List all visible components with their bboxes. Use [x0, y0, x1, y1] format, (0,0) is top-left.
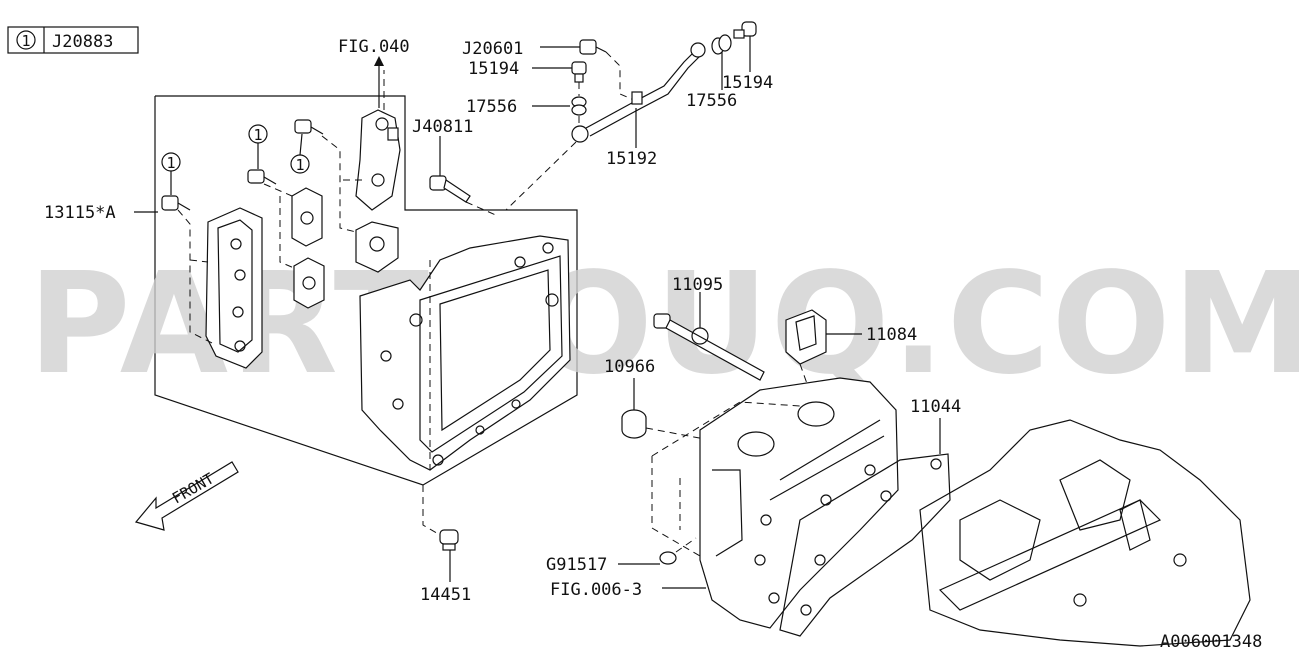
- callout-15194-right: 15194: [722, 73, 773, 93]
- gasket-11044: 11044: [779, 397, 961, 637]
- callout-11044: 11044: [910, 397, 961, 417]
- key-circle-1c: 1: [295, 156, 304, 174]
- front-direction-arrow: FRONT: [134, 461, 239, 531]
- fig040-arrow: FIG.040: [338, 37, 410, 108]
- callout-g91517: G91517: [546, 555, 607, 575]
- cam-cap-lower: [293, 257, 325, 309]
- chain-cover-plate: [205, 207, 263, 369]
- callout-14451: 14451: [420, 585, 471, 605]
- callout-13115a: 13115*A: [44, 203, 116, 223]
- bolt-j20601: J20601: [462, 39, 635, 101]
- callout-15192: 15192: [606, 149, 657, 169]
- washer-17556-right: 17556: [686, 34, 737, 111]
- legend-key-circle: [16, 30, 36, 50]
- engine-block: [919, 419, 1251, 647]
- legend-code: J20883: [52, 32, 113, 52]
- bolt-13115-b: 1: [247, 124, 277, 185]
- plug-15194-left: 15194: [468, 59, 587, 96]
- legend-key-number: 1: [21, 32, 30, 50]
- oil-pipe-15192: 15192: [505, 42, 706, 211]
- head-dashed-outline: [651, 401, 801, 557]
- key-circle-1b: 1: [253, 126, 262, 144]
- key-circle-1a: 1: [166, 154, 175, 172]
- front-label: FRONT: [169, 469, 217, 507]
- callout-17556-right: 17556: [686, 91, 737, 111]
- bolt-13115-c: 1: [290, 119, 324, 174]
- upper-bracket: [355, 109, 401, 211]
- oring-g91517: G91517: [546, 537, 697, 575]
- bolt-j40811: J40811: [412, 117, 499, 217]
- bracket-11084: 11084: [785, 309, 917, 393]
- assembly-dashed-leaders: [177, 70, 441, 536]
- callout-fig040: FIG.040: [338, 37, 410, 57]
- washer-17556-left: 17556: [466, 96, 587, 124]
- plug-14451: 14451: [420, 529, 471, 605]
- callout-15194-left: 15194: [468, 59, 519, 79]
- cam-housing-plate: [359, 235, 571, 471]
- cylinder-head: [699, 377, 899, 629]
- cam-cap-upper: [291, 187, 323, 247]
- plug-15194-right: 15194: [722, 21, 773, 93]
- bolt-13115-a: 1: [161, 152, 191, 211]
- callout-10966: 10966: [604, 357, 655, 377]
- cover-assembly-outline: [154, 95, 578, 486]
- middle-bracket: [355, 221, 399, 273]
- callout-11095: 11095: [672, 275, 723, 295]
- callout-fig006: FIG.006-3: [550, 580, 642, 600]
- callout-17556-left: 17556: [466, 97, 517, 117]
- diagram-code: A006001348: [1160, 632, 1262, 652]
- legend-box: 1 J20883: [7, 26, 139, 54]
- callout-11084: 11084: [866, 325, 917, 345]
- plug-10966: 10966: [604, 357, 711, 441]
- callout-j40811: J40811: [412, 117, 473, 137]
- callout-j20601: J20601: [462, 39, 523, 59]
- head-bolt-11095: 11095: [653, 275, 765, 381]
